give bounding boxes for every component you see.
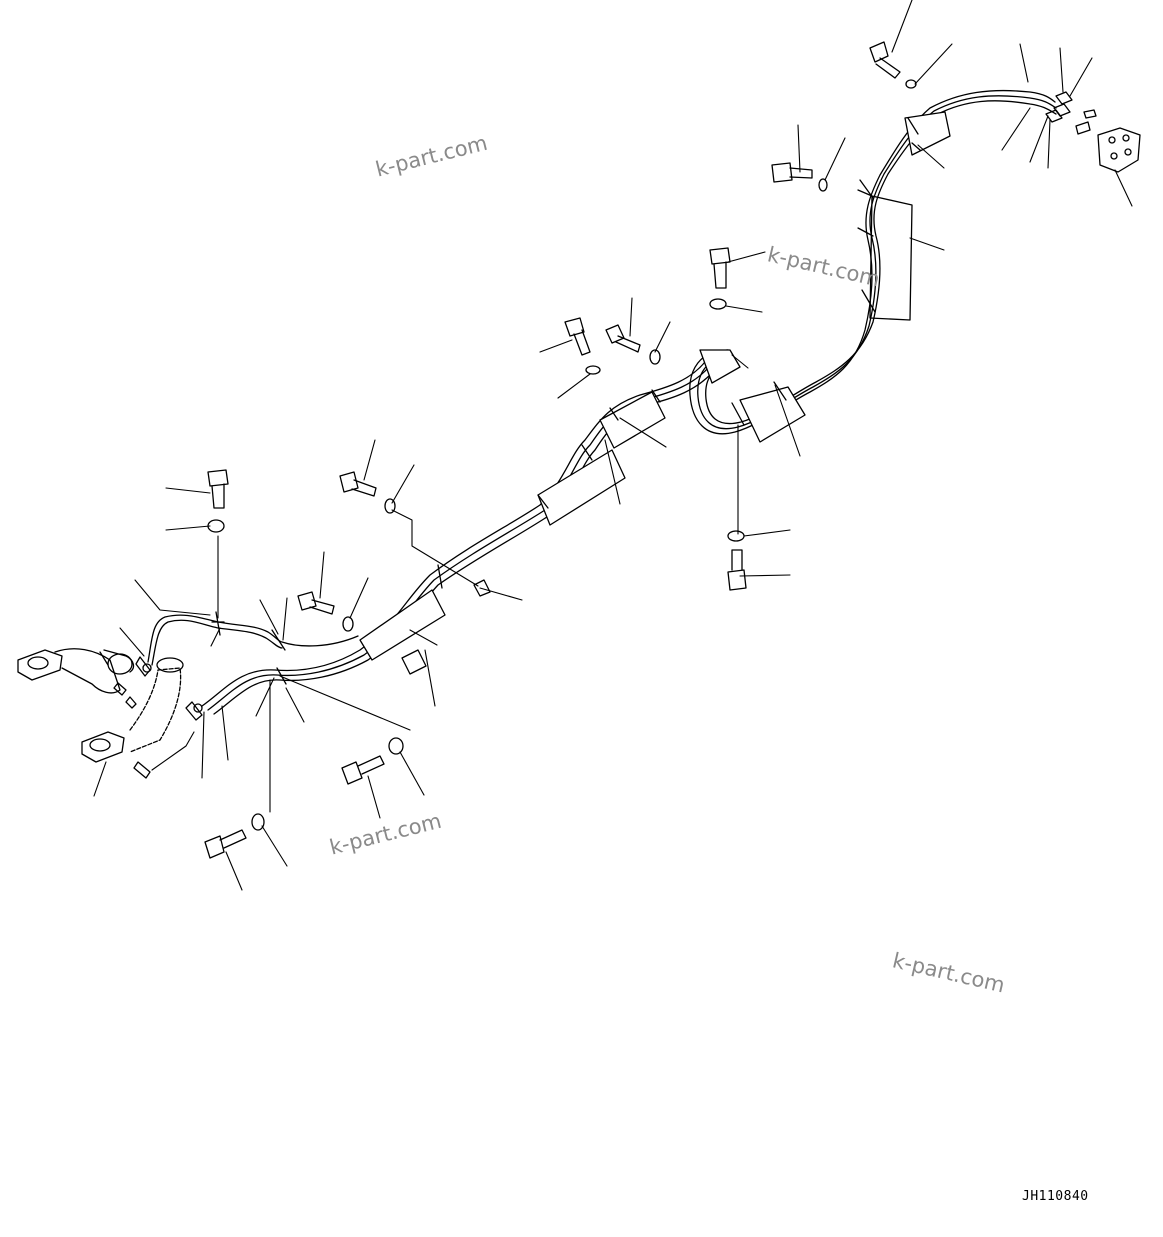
hose-bundle-main xyxy=(201,349,733,715)
valve-block xyxy=(1045,91,1141,173)
bolts-washers xyxy=(204,41,917,859)
clamp-tags xyxy=(211,111,951,685)
leader-lines xyxy=(93,0,1133,891)
drawing-code: JH110840 xyxy=(1022,1189,1089,1204)
hose-loop-mid xyxy=(689,89,1057,435)
elbow-flanges xyxy=(17,648,184,779)
end-fittings-left xyxy=(135,656,203,721)
hose-branch-upper-left xyxy=(147,614,359,666)
